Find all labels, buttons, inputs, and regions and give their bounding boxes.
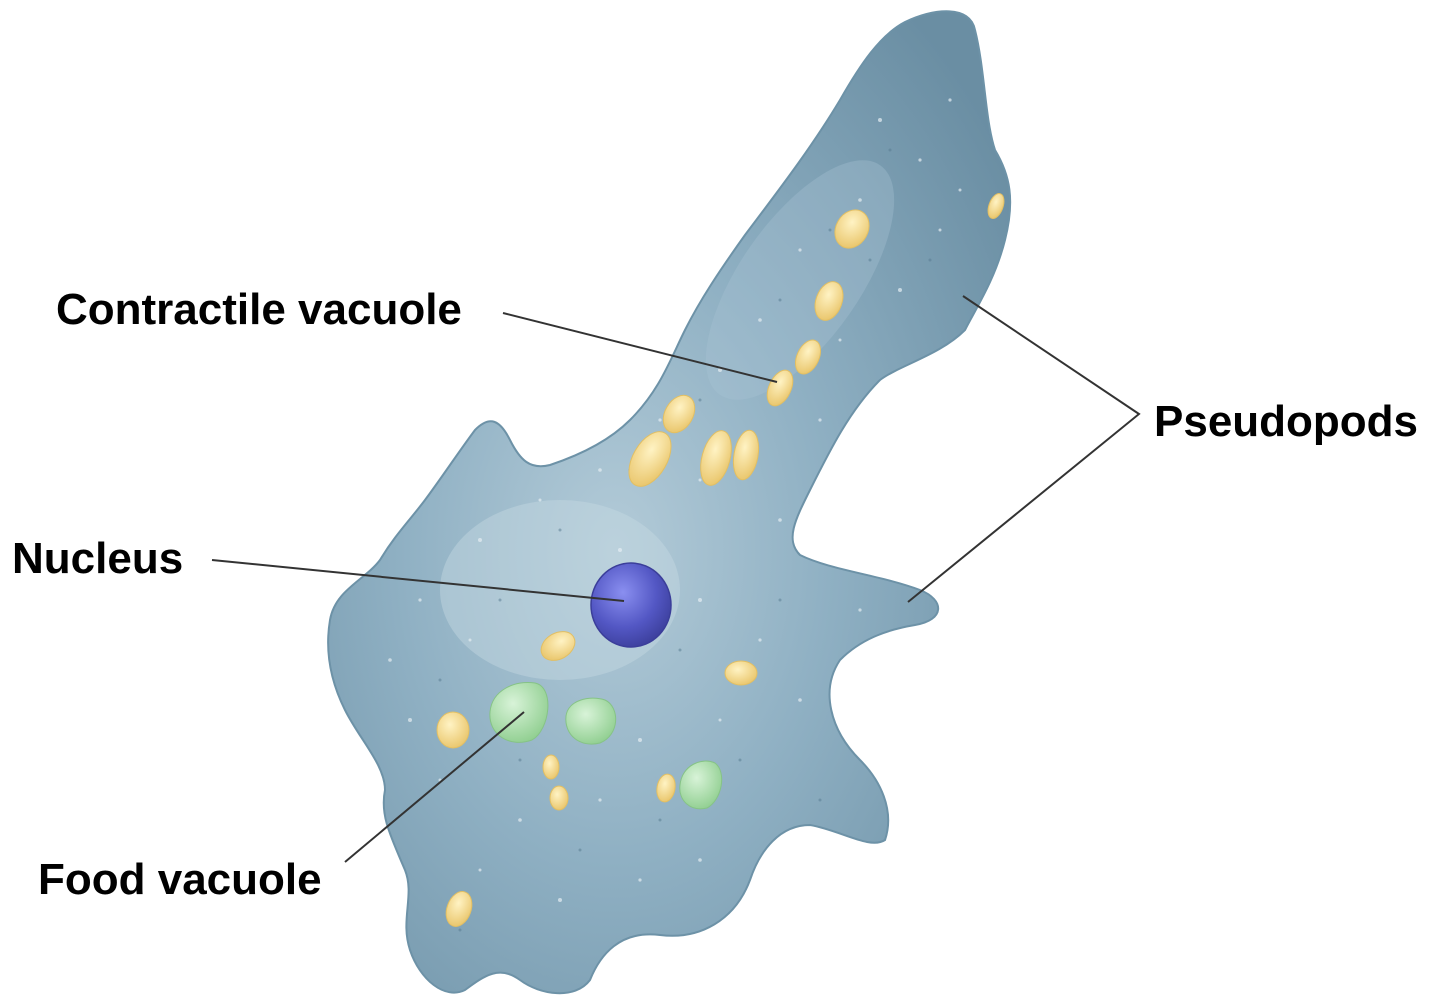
amoeba-body xyxy=(328,11,1010,993)
label-contractile-vacuole: Contractile vacuole xyxy=(56,288,462,332)
label-food-vacuole: Food vacuole xyxy=(38,858,322,902)
label-pseudopods: Pseudopods xyxy=(1154,400,1418,444)
label-nucleus: Nucleus xyxy=(12,537,183,581)
nucleus xyxy=(591,563,671,647)
